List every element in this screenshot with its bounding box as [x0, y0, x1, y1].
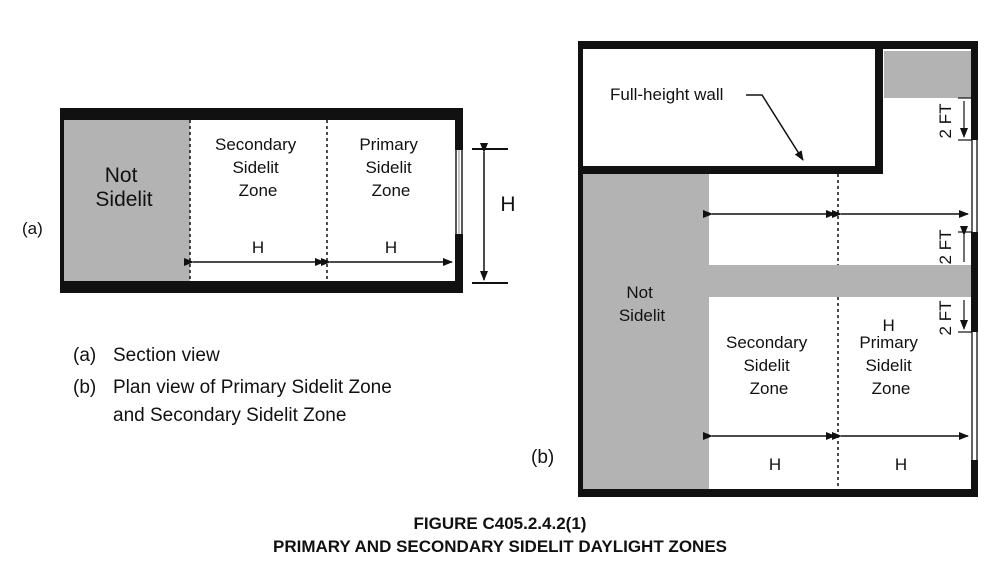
- plan-window-upper: [971, 140, 978, 232]
- plan-offset-marker-2: [958, 226, 972, 262]
- legend: (a) Section view (b) Plan view of Primar…: [73, 345, 392, 426]
- plan-offset-marker-3: [958, 300, 972, 333]
- plan-not-sidelit-label: Not Sidelit: [619, 283, 666, 325]
- plan-offset-label-1: 2 FT: [936, 104, 955, 139]
- section-dim-primary-label: H: [385, 238, 397, 257]
- section-ceiling: [60, 108, 463, 120]
- section-floor: [60, 281, 463, 293]
- section-not-sidelit-label: Not Sidelit: [95, 164, 152, 211]
- legend-b-line1: Plan view of Primary Sidelit Zone: [113, 377, 392, 398]
- section-window-height-dimension: [472, 143, 508, 284]
- plan-offset-label-2: 2 FT: [936, 230, 955, 265]
- plan-wall-callout-leader: [746, 94, 804, 161]
- plan-primary-zone-label: H Primary Sidelit Zone: [859, 316, 922, 398]
- plan-window-lower: [971, 332, 978, 460]
- plan-wall-callout: Full-height wall: [610, 85, 723, 104]
- section-not-sidelit-area: [62, 120, 190, 281]
- figure-title: PRIMARY AND SECONDARY SIDELIT DAYLIGHT Z…: [273, 537, 727, 556]
- legend-a-tag: (a): [73, 345, 96, 366]
- plan-secondary-zone-label: Secondary Sidelit Zone: [726, 333, 812, 398]
- section-secondary-zone-label: Secondary Sidelit Zone: [215, 135, 301, 200]
- section-wall-upper: [455, 108, 463, 150]
- figure-number: FIGURE C405.2.4.2(1): [414, 514, 587, 533]
- plan-walls: [578, 41, 978, 497]
- plan-view: H H 2 FT 2 FT 2 FT Full-height wall Not …: [531, 41, 978, 497]
- plan-not-sidelit-area: [582, 51, 973, 489]
- section-window-glazing: [455, 150, 463, 234]
- plan-offset-marker-1: [958, 97, 972, 141]
- section-primary-zone-label: Primary Sidelit Zone: [359, 135, 422, 200]
- section-view: Not Sidelit Secondary Sidelit Zone Prima…: [22, 108, 516, 293]
- plan-view-tag: (b): [531, 447, 554, 468]
- section-wall-lower: [455, 234, 463, 293]
- section-window-height-label: H: [500, 193, 515, 216]
- plan-offset-label-3: 2 FT: [936, 301, 955, 336]
- plan-dim-primary-label: H: [895, 455, 907, 474]
- legend-b-tag: (b): [73, 377, 96, 398]
- legend-a-text: Section view: [113, 345, 220, 366]
- plan-dim-secondary-label: H: [769, 455, 781, 474]
- section-view-tag: (a): [22, 219, 43, 238]
- section-back-wall: [60, 108, 64, 293]
- legend-b-line2: and Secondary Sidelit Zone: [113, 405, 346, 426]
- section-dim-secondary-label: H: [252, 238, 264, 257]
